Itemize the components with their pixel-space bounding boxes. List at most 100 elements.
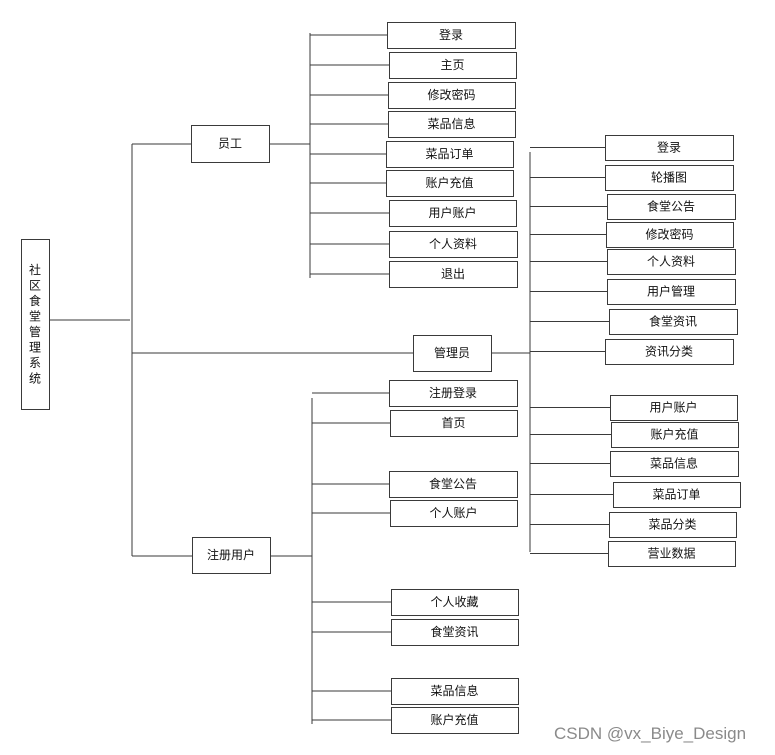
staff-item-7-box — [389, 200, 517, 227]
admin-item-6-box — [607, 279, 736, 305]
admin-item-12-label: 菜品订单 — [652, 488, 700, 502]
admin-item-2: 轮播图 — [605, 165, 734, 191]
user-item-4-label: 个人账户 — [429, 505, 477, 520]
user-item-5-label: 个人收藏 — [430, 595, 478, 609]
admin-item-8-box — [605, 339, 734, 365]
admin-item-11-label: 菜品信息 — [650, 456, 698, 471]
root-node-box — [21, 239, 50, 410]
user-item-7: 菜品信息 — [391, 678, 519, 705]
admin-node-label: 管理员 — [434, 345, 470, 360]
admin-item-6-label: 用户管理 — [647, 284, 695, 299]
root-node: 社区食堂管理系统 — [21, 239, 50, 410]
staff-item-4-box — [388, 111, 516, 138]
staff-item-9-label: 退出 — [441, 267, 465, 281]
admin-item-3-label: 食堂公告 — [647, 199, 695, 214]
staff-item-4: 菜品信息 — [388, 111, 516, 138]
staff-item-1-label: 登录 — [439, 27, 463, 42]
admin-item-1-label: 登录 — [657, 140, 681, 155]
user-item-5: 个人收藏 — [391, 589, 519, 616]
watermark: CSDN @vx_Biye_Design — [554, 724, 747, 743]
staff-node: 员工 — [191, 125, 270, 163]
admin-item-7-label: 食堂资讯 — [649, 314, 697, 329]
admin-item-11-box — [610, 451, 739, 477]
staff-item-6: 账户充值 — [386, 170, 514, 197]
staff-item-4-label: 菜品信息 — [427, 116, 475, 131]
admin-item-5: 个人资料 — [607, 249, 736, 275]
user-node-label: 注册用户 — [207, 547, 255, 562]
admin-item-13: 菜品分类 — [609, 512, 737, 538]
admin-item-5-label: 个人资料 — [647, 255, 695, 269]
user-node: 注册用户 — [192, 537, 271, 574]
staff-item-6-label: 账户充值 — [425, 175, 473, 190]
connector-lines — [49, 33, 613, 724]
staff-item-5: 菜品订单 — [386, 141, 514, 168]
staff-item-1-box — [387, 22, 516, 49]
staff-item-2-box — [389, 52, 517, 79]
user-item-8-box — [391, 707, 519, 734]
user-item-6-label: 食堂资讯 — [430, 624, 478, 639]
admin-item-9: 用户账户 — [610, 395, 738, 421]
staff-item-8-box — [389, 231, 518, 258]
staff-item-1: 登录 — [387, 22, 516, 49]
admin-item-3: 食堂公告 — [607, 194, 736, 220]
admin-item-14-label: 营业数据 — [647, 546, 695, 561]
user-item-3-box — [389, 471, 518, 498]
staff-item-3-label: 修改密码 — [427, 87, 475, 102]
staff-item-5-label: 菜品订单 — [425, 147, 473, 161]
diagram-nodes: 社区食堂管理系统员工登录主页修改密码菜品信息菜品订单账户充值用户账户个人资料退出… — [21, 22, 741, 734]
admin-item-4: 修改密码 — [606, 222, 734, 248]
user-item-1: 注册登录 — [389, 380, 518, 407]
staff-node-box — [191, 125, 270, 163]
admin-item-12-box — [613, 482, 741, 508]
user-item-1-box — [389, 380, 518, 407]
staff-item-3: 修改密码 — [388, 82, 516, 109]
admin-item-3-box — [607, 194, 736, 220]
admin-item-2-box — [605, 165, 734, 191]
admin-item-8: 资讯分类 — [605, 339, 734, 365]
admin-item-14: 营业数据 — [608, 541, 736, 567]
admin-item-9-box — [610, 395, 738, 421]
admin-item-8-label: 资讯分类 — [645, 345, 693, 359]
admin-item-1: 登录 — [605, 135, 734, 161]
staff-item-7-label: 用户账户 — [428, 205, 476, 220]
admin-item-10-box — [611, 422, 739, 448]
user-item-3-label: 食堂公告 — [429, 476, 477, 491]
user-item-5-box — [391, 589, 519, 616]
user-item-4-box — [390, 500, 518, 527]
admin-item-7: 食堂资讯 — [609, 309, 738, 335]
user-item-2-box — [390, 410, 518, 437]
staff-item-9: 退出 — [389, 261, 518, 288]
user-item-7-label: 菜品信息 — [430, 683, 478, 698]
admin-item-4-box — [606, 222, 734, 248]
staff-item-8: 个人资料 — [389, 231, 518, 258]
admin-item-10: 账户充值 — [611, 422, 739, 448]
admin-item-11: 菜品信息 — [610, 451, 739, 477]
user-item-8-label: 账户充值 — [430, 712, 478, 727]
user-item-2: 首页 — [390, 410, 518, 437]
root-node-label: 社区食堂管理系统 — [29, 262, 41, 386]
admin-item-1-box — [605, 135, 734, 161]
user-item-6-box — [391, 619, 519, 646]
admin-node: 管理员 — [413, 335, 492, 372]
user-item-2-label: 首页 — [441, 416, 465, 430]
admin-item-7-box — [609, 309, 738, 335]
staff-item-6-box — [386, 170, 514, 197]
admin-item-5-box — [607, 249, 736, 275]
staff-item-5-box — [386, 141, 514, 168]
admin-item-14-box — [608, 541, 736, 567]
user-item-6: 食堂资讯 — [391, 619, 519, 646]
staff-item-8-label: 个人资料 — [429, 237, 477, 251]
staff-node-label: 员工 — [218, 137, 242, 151]
admin-item-9-label: 用户账户 — [649, 400, 697, 415]
staff-item-2-label: 主页 — [440, 58, 464, 72]
admin-item-2-label: 轮播图 — [651, 171, 687, 185]
user-node-box — [192, 537, 271, 574]
user-item-7-box — [391, 678, 519, 705]
admin-item-4-label: 修改密码 — [645, 227, 693, 242]
admin-item-13-box — [609, 512, 737, 538]
admin-item-13-label: 菜品分类 — [648, 518, 696, 532]
staff-item-7: 用户账户 — [389, 200, 517, 227]
user-item-8: 账户充值 — [391, 707, 519, 734]
staff-item-2: 主页 — [389, 52, 517, 79]
